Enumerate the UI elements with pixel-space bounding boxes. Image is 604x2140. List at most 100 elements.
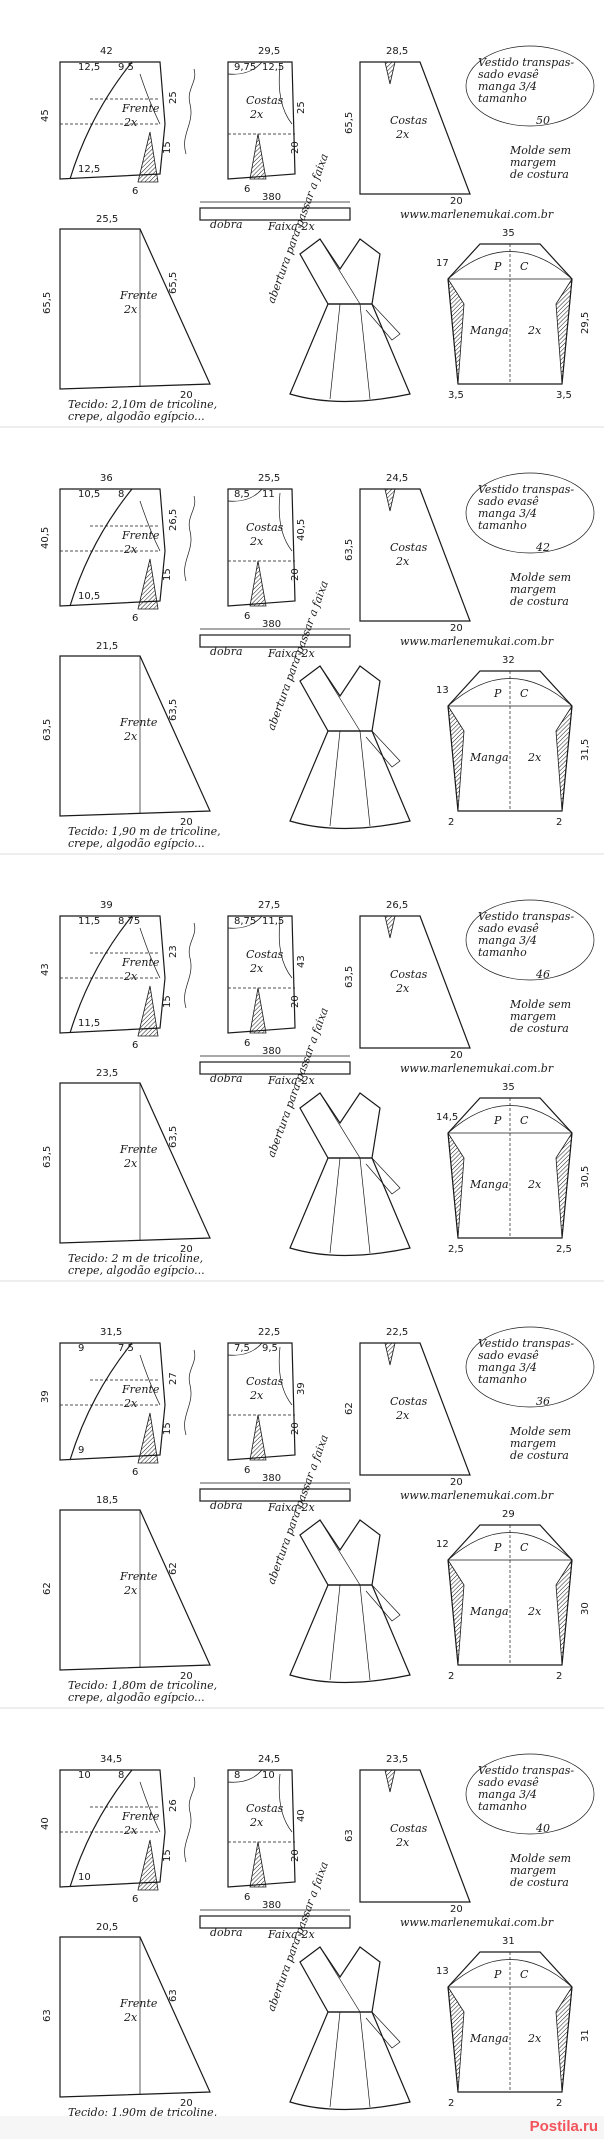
belt-length: 380	[262, 1046, 281, 1057]
piece-label: Frente	[119, 1570, 158, 1583]
piece-qty: 2x	[527, 1605, 542, 1618]
dimension-label: 13	[436, 685, 449, 696]
watermark-logo: Postila.ru	[529, 2118, 598, 2135]
wrap-line	[319, 1092, 361, 1159]
skirt-front-width: 20,5	[96, 1922, 118, 1933]
skirt-back-height: 63	[344, 1829, 355, 1842]
bodice-front-height: 39	[40, 1390, 51, 1403]
title-line: tamanho	[478, 1373, 527, 1386]
piece-label: Manga	[469, 1605, 509, 1618]
back-dart	[249, 133, 267, 180]
dimension-label: 12,5	[78, 164, 100, 175]
dimension-label: 20	[290, 995, 301, 1008]
dimension-label: 10	[78, 1770, 91, 1781]
title-line: Vestido transpas-	[478, 483, 574, 496]
dimension-label: 20	[180, 817, 193, 828]
sleeve-seam-right	[555, 278, 573, 385]
dimension-label: 6	[244, 1465, 250, 1476]
armhole-depth: 26	[168, 1799, 179, 1812]
dimension-label: 20	[290, 1849, 301, 1862]
belt-label: Faixa-2x	[267, 1074, 315, 1087]
no-seam-note: Molde sem	[509, 571, 571, 584]
title-line: Vestido transpas-	[478, 910, 574, 923]
dimension-label: 6	[132, 186, 138, 197]
belt-length: 380	[262, 1473, 281, 1484]
sleeve-height: 30,5	[580, 1166, 591, 1188]
sleeve-width: 29	[502, 1509, 515, 1520]
c-mark: C	[520, 1114, 529, 1127]
piece-label: Frente	[121, 102, 160, 115]
fabric-note: Tecido: 2 m de tricoline,	[68, 1252, 203, 1265]
sleeve-width: 32	[502, 655, 515, 666]
back-neckline	[227, 61, 263, 75]
dimension-label: 9,75	[234, 62, 256, 73]
piece-label: Costas	[390, 968, 428, 981]
sleeve-seam-left	[447, 705, 465, 812]
dimension-label: 10,5	[78, 489, 100, 500]
bodice-front-width: 39	[100, 900, 113, 911]
sleeve-height: 31	[580, 2029, 591, 2042]
dimension-label: 15	[162, 568, 173, 581]
piece-label: Costas	[246, 1375, 284, 1388]
skirt-back-height: 62	[344, 1402, 355, 1415]
piece-qty: 2x	[395, 982, 410, 995]
signature-mark	[184, 495, 196, 582]
dimension-label: 2	[448, 817, 454, 828]
seam-line	[359, 730, 371, 827]
bodice-front-height: 45	[40, 109, 51, 122]
dimension-label: 63	[168, 1989, 179, 2002]
dimension-label: 20	[450, 1050, 463, 1061]
back-armhole	[278, 65, 293, 125]
sleeve-width: 31	[502, 1936, 515, 1947]
armhole-curve	[139, 927, 161, 979]
title-cloud	[465, 899, 595, 981]
bodice-back-height: 40,5	[296, 519, 307, 541]
dimension-label: 6	[132, 1894, 138, 1905]
dimension-label: 8,5	[234, 489, 250, 500]
bodice-back-width: 27,5	[258, 900, 280, 911]
back-dart	[249, 560, 267, 607]
belt-length: 380	[262, 1900, 281, 1911]
size-number: 40	[535, 1822, 550, 1835]
sleeve-seam-right	[555, 1132, 573, 1239]
dimension-label: 6	[132, 1467, 138, 1478]
dimension-label: 12	[436, 1539, 449, 1550]
seam-line	[329, 303, 341, 400]
dimension-label: 6	[132, 1040, 138, 1051]
bodice-back-height: 43	[296, 955, 307, 968]
front-dart	[137, 131, 159, 183]
c-mark: C	[520, 1968, 529, 1981]
back-neckline	[227, 1342, 263, 1356]
fabric-note: crepe, algodão egípcio...	[68, 410, 205, 423]
belt-outline	[199, 1061, 351, 1075]
skirt-back-dart	[384, 1769, 396, 1793]
piece-qty: 2x	[123, 303, 138, 316]
piece-label: Frente	[119, 716, 158, 729]
dimension-label: 11	[262, 489, 275, 500]
dimension-label: 8,75	[118, 916, 140, 927]
fabric-note: Tecido: 1,80m de tricoline,	[68, 1679, 217, 1692]
wrap-line	[319, 1519, 361, 1586]
dress-skirt	[289, 1584, 411, 1684]
seam-line	[359, 1157, 371, 1254]
piece-label: Frente	[121, 1810, 160, 1823]
dimension-label: 10,5	[78, 591, 100, 602]
dimension-label: 17	[436, 258, 449, 269]
piece-qty: 2x	[123, 1584, 138, 1597]
seam-line	[359, 1584, 371, 1681]
belt-outline	[199, 207, 351, 221]
piece-label: Manga	[469, 1178, 509, 1191]
